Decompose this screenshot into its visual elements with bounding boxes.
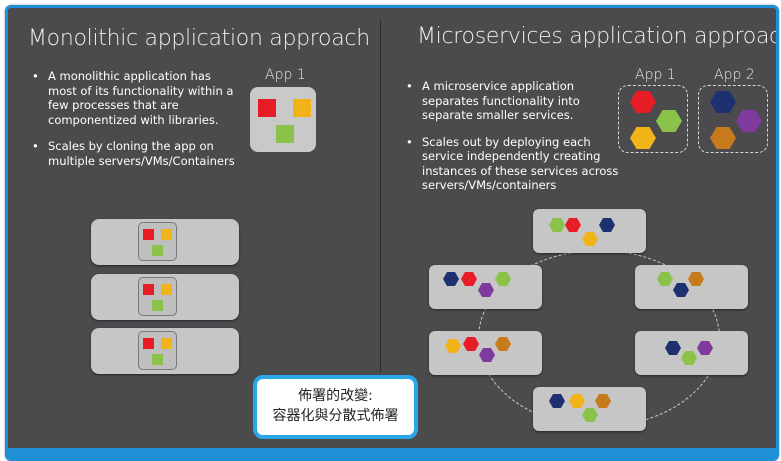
caption-line-1: 佈署的改變: [298,388,373,404]
microservices-app1-label: App 1 [635,67,676,83]
app2-orange-service [710,127,736,149]
app1-yellow-service [630,127,656,149]
monolithic-bullet-list: A monolithic application has most of its… [30,69,242,180]
monolithic-title: Monolithic application approach [28,26,370,51]
app-clone-1 [138,222,177,261]
app2-navy-service [710,91,736,113]
monolithic-server-3 [91,328,239,374]
caption-box: 佈署的改變: 容器化與分散式佈署 [253,375,418,439]
microservices-bullet-1: A microservice application separates fun… [404,79,622,123]
micro-server-top [533,209,646,253]
micro-server-upper-right [635,265,748,309]
micro-server-lower-left [429,331,542,375]
monolithic-app-box [250,87,316,152]
red-component [258,99,276,117]
app1-service-group [618,85,688,153]
monolithic-server-2 [91,274,239,320]
slide-frame: Monolithic application approach A monoli… [5,5,779,461]
microservices-app2-label: App 2 [714,67,755,83]
yellow-component [293,99,311,117]
micro-server-upper-left [429,265,542,309]
microservices-bullet-2: Scales out by deploying each service ind… [404,135,622,193]
app1-green-service [656,110,682,132]
app-clone-2 [138,277,177,316]
monolithic-server-1 [91,219,239,265]
app-clone-3 [138,331,177,370]
monolithic-app-label: App 1 [265,67,306,83]
app2-purple-service [736,110,762,132]
monolithic-bullet-1: A monolithic application has most of its… [30,69,242,127]
microservices-title: Microservices application approach [417,24,779,49]
micro-server-lower-right [635,331,748,375]
slide-bottom-bar [8,448,776,458]
monolithic-bullet-2: Scales by cloning the app on multiple se… [30,139,242,168]
micro-server-bottom [533,387,646,431]
microservices-bullet-list: A microservice application separates fun… [404,79,622,205]
center-divider [380,20,381,372]
app1-red-service [630,91,656,113]
green-component [276,125,294,143]
app2-service-group [698,85,768,153]
caption-line-2: 容器化與分散式佈署 [272,408,399,424]
